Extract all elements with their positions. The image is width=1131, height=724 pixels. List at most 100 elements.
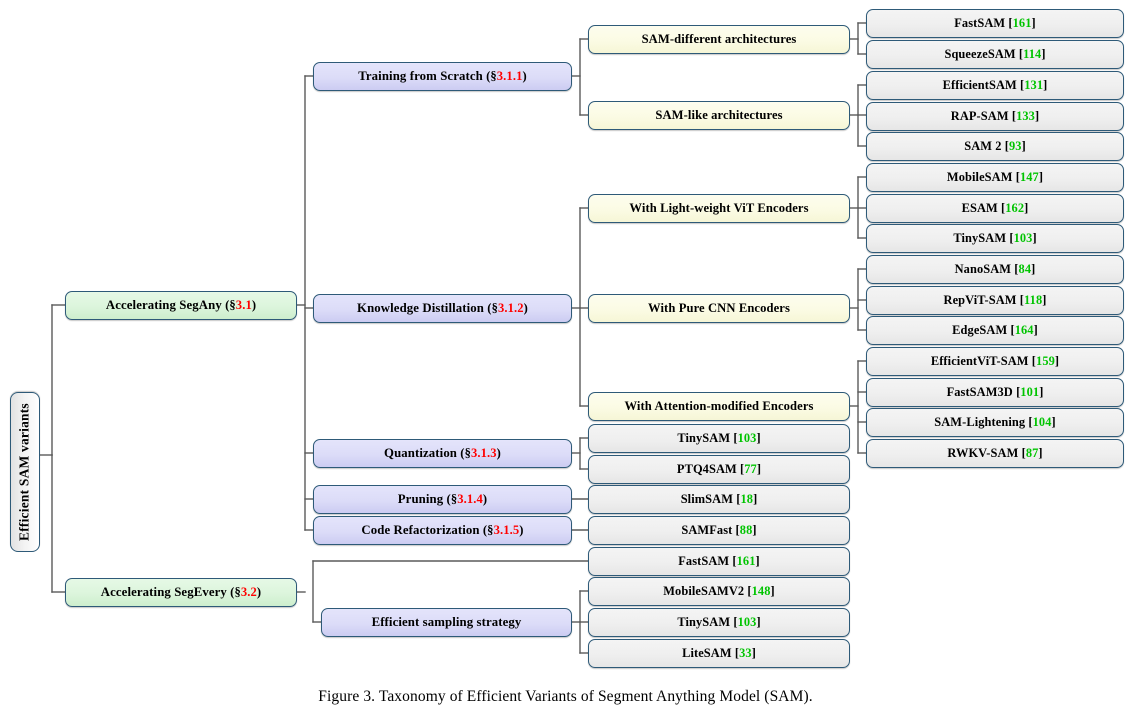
leaf-edgesam[interactable]: EdgeSAM [164] [866, 316, 1124, 345]
leaf-ptq4sam[interactable]: PTQ4SAM [77] [588, 455, 850, 484]
leaf-squeezesam[interactable]: SqueezeSAM [114] [866, 40, 1124, 69]
node-sam-different-architectures[interactable]: SAM-different architectures [588, 25, 850, 54]
root-node-efficient-sam-variants[interactable]: Efficient SAM variants [10, 392, 40, 552]
leaf-litesam-name: LiteSAM [682, 645, 732, 660]
leaf-efficientvit-sam-citation: [159] [1031, 353, 1060, 368]
leaf-mobilesamv2[interactable]: MobileSAMV2 [148] [588, 577, 850, 606]
leaf-mobilesamv2-citation: [148] [747, 583, 775, 598]
leaf-rap-sam-citation: [133] [1011, 108, 1040, 123]
leaf-slimsam-citation: [18] [736, 491, 758, 506]
node-with-attention-modified-encoders-label: With Attention-modified Encoders [624, 398, 814, 413]
leaf-litesam[interactable]: LiteSAM [33] [588, 639, 850, 668]
leaf-litesam-citation: [33] [734, 645, 756, 660]
node-code-refactorization-section: (§3.1.5) [479, 522, 524, 537]
leaf-mobilesam-name: MobileSAM [946, 169, 1013, 184]
tree-connector-lines [39, 22, 867, 654]
leaf-tinysam-sampling[interactable]: TinySAM [103] [588, 608, 850, 637]
leaf-sam-lightening-citation: [104] [1028, 414, 1056, 429]
leaf-rap-sam-name: RAP-SAM [950, 108, 1009, 123]
leaf-fastsam-segevery[interactable]: FastSAM [161] [588, 547, 850, 576]
node-accelerating-segevery[interactable]: Accelerating SegEvery (§3.2) [65, 578, 297, 607]
leaf-fastsam-name: FastSAM [954, 15, 1006, 30]
leaf-tinysam-vit-citation: [103] [1009, 230, 1037, 245]
leaf-mobilesam-citation: [147] [1015, 169, 1044, 184]
leaf-tinysam-quantization[interactable]: TinySAM [103] [588, 424, 850, 453]
leaf-slimsam[interactable]: SlimSAM [18] [588, 485, 850, 514]
node-knowledge-distillation-section: (§3.1.2) [484, 300, 528, 315]
node-with-lightweight-vit-encoders[interactable]: With Light-weight ViT Encoders [588, 194, 850, 223]
leaf-ptq4sam-name: PTQ4SAM [676, 461, 737, 476]
leaf-tinysam-sampling-citation: [103] [733, 614, 761, 629]
leaf-rap-sam[interactable]: RAP-SAM [133] [866, 102, 1124, 131]
leaf-fastsam3d-name: FastSAM3D [946, 384, 1013, 399]
node-with-lightweight-vit-encoders-label: With Light-weight ViT Encoders [629, 200, 809, 215]
node-pruning-name: Pruning [397, 492, 444, 507]
figure-caption: Figure 3. Taxonomy of Efficient Variants… [318, 688, 813, 705]
leaf-ptq4sam-citation: [77] [740, 461, 762, 476]
leaf-squeezesam-name: SqueezeSAM [944, 46, 1016, 61]
leaf-tinysam-quantization-name: TinySAM [677, 430, 731, 445]
leaf-sam-2[interactable]: SAM 2 [93] [866, 132, 1124, 161]
node-sam-different-architectures-label: SAM-different architectures [641, 31, 797, 46]
leaf-fastsam3d-citation: [101] [1016, 384, 1044, 399]
leaf-mobilesamv2-name: MobileSAMV2 [663, 583, 745, 598]
leaf-efficientsam-citation: [131] [1020, 77, 1048, 92]
leaf-repvit-sam-citation: [118] [1019, 292, 1047, 307]
node-quantization[interactable]: Quantization (§3.1.3) [313, 439, 572, 468]
root-node-label: Efficient SAM variants [16, 403, 32, 541]
node-accelerating-segany[interactable]: Accelerating SegAny (§3.1) [65, 291, 297, 320]
leaf-esam[interactable]: ESAM [162] [866, 194, 1124, 223]
leaf-samfast-citation: [88] [735, 522, 757, 537]
leaf-efficientsam-name: EfficientSAM [942, 77, 1017, 92]
node-knowledge-distillation[interactable]: Knowledge Distillation (§3.1.2) [313, 294, 572, 323]
node-sam-like-architectures[interactable]: SAM-like architectures [588, 101, 850, 130]
leaf-fastsam3d[interactable]: FastSAM3D [101] [866, 378, 1124, 407]
leaf-rwkv-sam[interactable]: RWKV-SAM [87] [866, 439, 1124, 468]
node-accelerating-segany-name: Accelerating SegAny [105, 298, 222, 313]
leaf-fastsam[interactable]: FastSAM [161] [866, 9, 1124, 38]
leaf-efficientsam[interactable]: EfficientSAM [131] [866, 71, 1124, 100]
leaf-tinysam-quantization-citation: [103] [733, 430, 761, 445]
node-accelerating-segevery-name: Accelerating SegEvery [100, 585, 227, 600]
node-sam-like-architectures-label: SAM-like architectures [655, 107, 783, 122]
node-pruning[interactable]: Pruning (§3.1.4) [313, 485, 572, 514]
leaf-mobilesam[interactable]: MobileSAM [147] [866, 163, 1124, 192]
leaf-tinysam-vit[interactable]: TinySAM [103] [866, 224, 1124, 253]
leaf-tinysam-vit-name: TinySAM [953, 230, 1007, 245]
node-knowledge-distillation-name: Knowledge Distillation [357, 301, 485, 316]
leaf-repvit-sam-name: RepViT-SAM [943, 292, 1017, 307]
leaf-edgesam-name: EdgeSAM [952, 322, 1008, 337]
leaf-nanosam-name: NanoSAM [954, 261, 1012, 276]
leaf-fastsam-segevery-citation: [161] [732, 553, 760, 568]
leaf-samfast[interactable]: SAMFast [88] [588, 516, 850, 545]
node-quantization-section: (§3.1.3) [457, 445, 501, 460]
node-accelerating-segevery-section: (§3.2) [226, 584, 262, 599]
leaf-nanosam-citation: [84] [1014, 261, 1036, 276]
leaf-slimsam-name: SlimSAM [680, 491, 734, 506]
leaf-nanosam[interactable]: NanoSAM [84] [866, 255, 1124, 284]
node-pruning-section: (§3.1.4) [443, 491, 488, 506]
leaf-repvit-sam[interactable]: RepViT-SAM [118] [866, 286, 1124, 315]
leaf-rwkv-sam-name: RWKV-SAM [947, 445, 1019, 460]
leaf-fastsam-segevery-name: FastSAM [678, 553, 730, 568]
leaf-samfast-name: SAMFast [681, 522, 733, 537]
leaf-esam-citation: [162] [1001, 200, 1029, 215]
node-efficient-sampling-strategy-name: Efficient sampling strategy [371, 615, 522, 630]
node-with-pure-cnn-encoders-label: With Pure CNN Encoders [647, 300, 791, 315]
node-code-refactorization[interactable]: Code Refactorization (§3.1.5) [313, 516, 572, 545]
node-with-attention-modified-encoders[interactable]: With Attention-modified Encoders [588, 392, 850, 421]
node-efficient-sampling-strategy[interactable]: Efficient sampling strategy [321, 608, 572, 637]
node-training-from-scratch-section: (§3.1.1) [482, 68, 527, 83]
leaf-rwkv-sam-citation: [87] [1021, 445, 1043, 460]
leaf-sam-2-name: SAM 2 [964, 138, 1002, 153]
leaf-efficientvit-sam-name: EfficientViT-SAM [930, 353, 1029, 368]
node-with-pure-cnn-encoders[interactable]: With Pure CNN Encoders [588, 294, 850, 323]
leaf-sam-2-citation: [93] [1004, 138, 1026, 153]
node-training-from-scratch[interactable]: Training from Scratch (§3.1.1) [313, 62, 572, 91]
leaf-sam-lightening[interactable]: SAM-Lightening [104] [866, 408, 1124, 437]
leaf-efficientvit-sam[interactable]: EfficientViT-SAM [159] [866, 347, 1124, 376]
leaf-squeezesam-citation: [114] [1018, 46, 1046, 61]
node-training-from-scratch-name: Training from Scratch [358, 69, 483, 84]
leaf-sam-lightening-name: SAM-Lightening [934, 414, 1026, 429]
